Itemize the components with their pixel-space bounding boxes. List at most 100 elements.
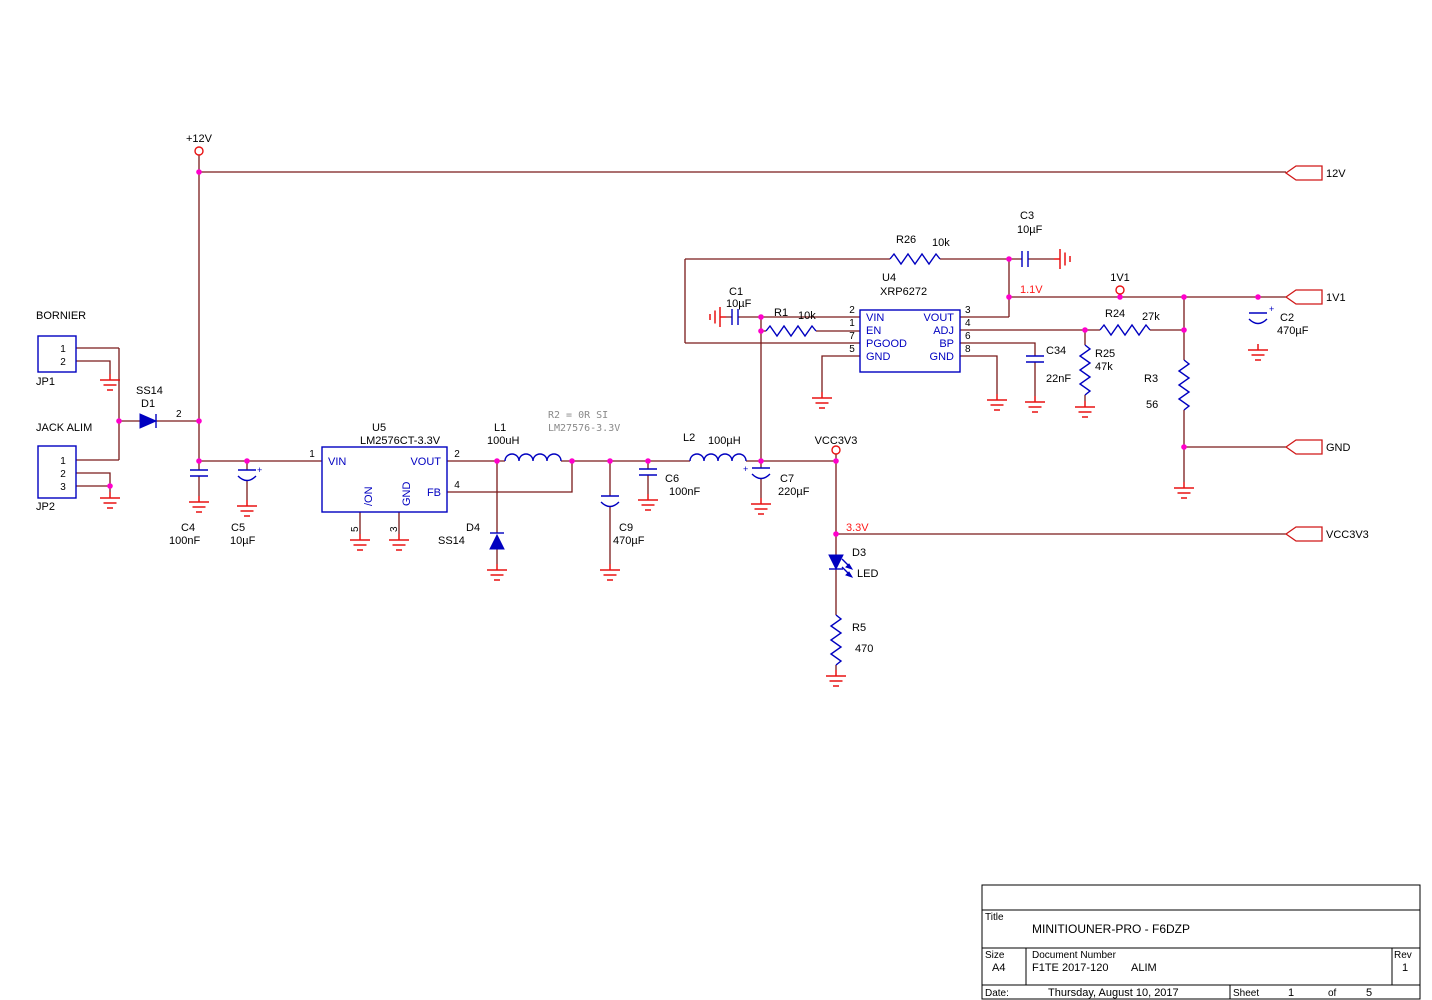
tb-size-label: Size: [985, 950, 1005, 961]
flag-12v: 12V: [1284, 165, 1346, 181]
flag-gnd-label: GND: [1326, 442, 1351, 454]
u4-num-gnd-r: 8: [965, 344, 971, 355]
flag-1v1: 1V1: [1284, 289, 1346, 305]
p12v-circle: [194, 146, 204, 156]
component-r3: R3 56: [1144, 359, 1190, 411]
u4-num-vin: 2: [849, 305, 855, 316]
c6-value: 100nF: [669, 486, 700, 498]
u5-pin-fb: FB: [427, 487, 441, 499]
jp1-ref: JP1: [36, 376, 55, 388]
r26-value: 10k: [932, 237, 950, 249]
u4-num-en: 1: [849, 318, 855, 329]
d1-value: SS14: [136, 385, 163, 397]
c5-plates: [237, 469, 257, 482]
r25-value: 47k: [1095, 361, 1113, 373]
component-d3: D3 LED: [828, 547, 878, 580]
component-l2: L2 100µH: [683, 432, 747, 462]
u4-pin-gnd-l: GND: [866, 351, 891, 363]
u4-num-vout: 3: [965, 305, 971, 316]
flag-12v-shape: [1284, 165, 1323, 181]
c9-value: 470µF: [613, 535, 645, 547]
c5-value: 10µF: [230, 535, 256, 547]
c2-plus: +: [1269, 304, 1274, 314]
power-symbol-vcc3v3: VCC3V3: [815, 435, 858, 455]
c4-value: 100nF: [169, 535, 200, 547]
flag-gnd-shape: [1284, 439, 1323, 455]
vcc3v3-label: VCC3V3: [815, 435, 858, 447]
d1-ref: D1: [141, 398, 155, 410]
c4-plates: [190, 469, 208, 477]
u5-body: [321, 446, 448, 513]
junction-dots: [107, 169, 1261, 537]
flag-gnd: GND: [1284, 439, 1351, 455]
u4-pin-bp: BP: [939, 338, 954, 350]
r1-value: 10k: [798, 310, 816, 322]
r24-value: 27k: [1142, 311, 1160, 323]
u5-pin-gnd: GND: [401, 482, 413, 507]
c34-plates: [1026, 355, 1044, 363]
l2-ref: L2: [683, 432, 695, 444]
v1v1-circle: [1115, 285, 1125, 295]
component-c3: C3 10µF: [1017, 210, 1043, 267]
v1v1-label: 1V1: [1110, 272, 1130, 284]
u4-pin-vout: VOUT: [923, 312, 954, 324]
jp1-pin1-num: 1: [60, 344, 66, 355]
net-label-3v3: 3.3V: [846, 522, 869, 534]
p12v-label: +12V: [186, 133, 213, 145]
d3-value: LED: [857, 568, 878, 580]
r26-ref: R26: [896, 234, 916, 246]
title-block: Title MINITIOUNER-PRO - F6DZP Size A4 Do…: [981, 884, 1421, 1000]
component-d4: D4 SS14: [438, 522, 505, 550]
c3-plates: [1021, 251, 1029, 267]
u5-pin-vin: VIN: [328, 456, 346, 468]
tb-of-label: of: [1328, 988, 1337, 999]
u5-num-fb: 4: [454, 480, 460, 491]
u5-pin-on: /ON: [363, 486, 375, 506]
jp2-body: [37, 445, 77, 499]
c2-ref: C2: [1280, 312, 1294, 324]
u5-num-gnd: 3: [389, 526, 400, 532]
c7-plates: [751, 467, 771, 480]
flag-vcc3v3-label: VCC3V3: [1326, 529, 1369, 541]
component-c34: C34 22nF: [1026, 345, 1071, 385]
tb-title: MINITIOUNER-PRO - F6DZP: [1032, 922, 1190, 936]
tb-rev: 1: [1402, 962, 1408, 974]
jack-alim-title: JACK ALIM: [36, 422, 92, 434]
u4-num-pgood: 7: [849, 331, 855, 342]
u4-pin-adj: ADJ: [933, 325, 954, 337]
flag-1v1-shape: [1284, 289, 1323, 305]
d1-symbol: [139, 413, 158, 429]
tb-sheet-total: 5: [1366, 987, 1372, 999]
l2-value: 100µH: [708, 435, 741, 447]
u5-num-vin: 1: [309, 449, 315, 460]
u4-num-bp: 6: [965, 331, 971, 342]
component-r24: R24 27k: [1099, 308, 1160, 336]
note-line2: LM27576-3.3V: [548, 423, 620, 434]
r5-value: 470: [855, 643, 873, 655]
jp2-pin2-num: 2: [60, 469, 66, 480]
wire-segments: [76, 155, 1286, 670]
l1-ref: L1: [494, 422, 506, 434]
c9-ref: C9: [619, 522, 633, 534]
title-block-lines: [982, 909, 1420, 999]
schematic-note: R2 = 0R SI LM27576-3.3V: [548, 410, 620, 434]
power-symbol-12v: +12V: [186, 133, 213, 156]
component-u5: U5 LM2576CT-3.3V VIN VOUT FB /ON GND 1 2…: [309, 422, 460, 532]
d1-pin2-num: 2: [176, 409, 182, 420]
flag-1v1-label: 1V1: [1326, 292, 1346, 304]
jp1-body: [37, 335, 77, 373]
c6-plates: [639, 468, 657, 476]
component-r1: R1 10k: [765, 307, 817, 337]
c1-plates: [731, 309, 739, 325]
r3-ref: R3: [1144, 373, 1158, 385]
c1-value: 10µF: [726, 298, 752, 310]
r24-ref: R24: [1105, 308, 1125, 320]
c7-ref: C7: [780, 473, 794, 485]
c9-plates: [600, 495, 620, 508]
u4-num-adj: 4: [965, 318, 971, 329]
d3-led-arrowhead2: [845, 571, 854, 578]
component-c4: C4 100nF: [169, 469, 208, 547]
tb-doc-number: F1TE 2017-120: [1032, 962, 1108, 974]
